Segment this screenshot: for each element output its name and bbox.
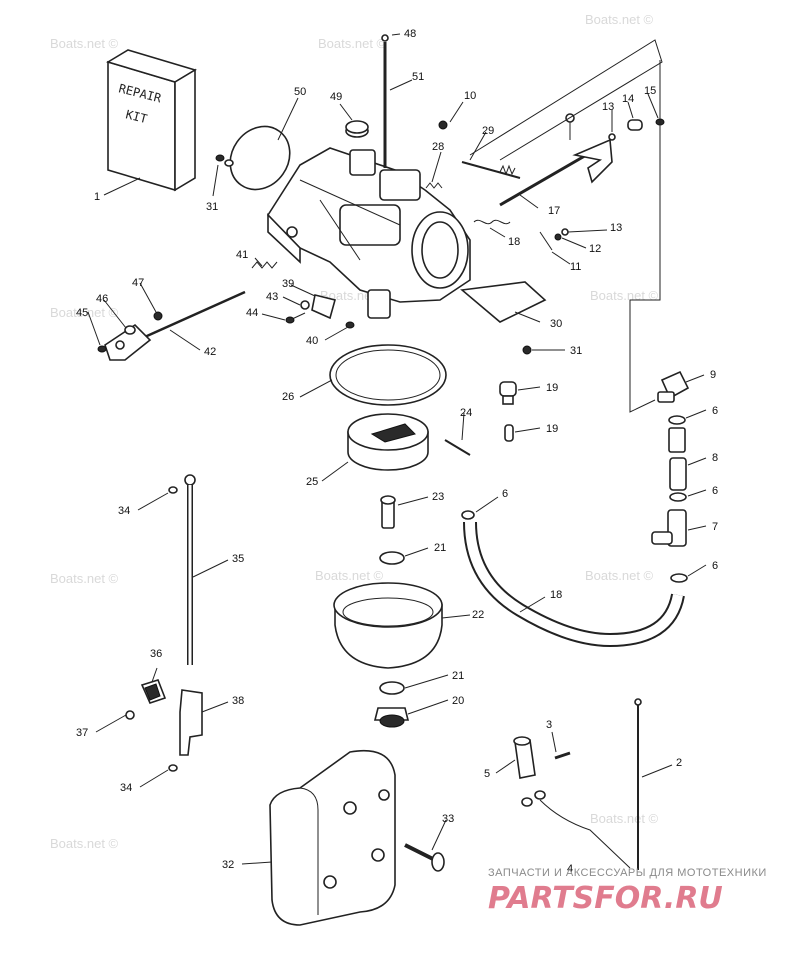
needle-valve: [499, 381, 517, 442]
callout-6: 6: [502, 488, 508, 500]
callout-28: 28: [432, 141, 444, 153]
watermark: Boats.net ©: [585, 12, 654, 27]
cover-gasket: [460, 281, 547, 355]
choke-linkage: [97, 261, 355, 361]
upper-left-small-parts: [215, 120, 369, 191]
callout-32: 32: [222, 859, 234, 871]
callout-2: 2: [676, 757, 682, 769]
callout-7: 7: [712, 521, 718, 533]
callout-19: 19: [546, 382, 558, 394]
watermark: Boats.net ©: [590, 811, 659, 826]
callout-6: 6: [712, 405, 718, 417]
callout-51: 51: [412, 71, 424, 83]
callout-13: 13: [610, 222, 622, 234]
callout-12: 12: [589, 243, 601, 255]
callout-18: 18: [508, 236, 520, 248]
leader-lines: [87, 33, 707, 865]
watermark: Boats.net ©: [50, 305, 119, 320]
callout-31: 31: [570, 345, 582, 357]
callout-50: 50: [294, 86, 306, 98]
callout-40: 40: [306, 335, 318, 347]
callout-1: 1: [94, 191, 100, 203]
callout-10: 10: [464, 90, 476, 102]
float-assembly: [347, 413, 471, 471]
callout-47: 47: [132, 277, 144, 289]
callout-42: 42: [204, 346, 216, 358]
callout-34: 34: [118, 505, 130, 517]
callout-11: 11: [570, 261, 581, 273]
callout-3: 3: [546, 719, 552, 731]
routing-lines: [469, 39, 663, 413]
callout-6: 6: [712, 485, 718, 497]
silencer-cover: [269, 749, 445, 926]
callout-43: 43: [266, 291, 278, 303]
partsfor-brand: ЗАПЧАСТИ И АКСЕССУАРЫ ДЛЯ МОТОТЕХНИКИ PA…: [488, 867, 767, 916]
callout-37: 37: [76, 727, 88, 739]
idle-screw-group: [425, 120, 521, 189]
fuel-pump-linkage: [513, 698, 642, 870]
callout-24: 24: [460, 407, 472, 419]
carburetor-body: [266, 147, 471, 319]
repair-kit-box: REPAIR KIT: [106, 49, 197, 192]
fuel-hose: [461, 510, 685, 648]
callout-13: 13: [602, 101, 614, 113]
callout-8: 8: [712, 452, 718, 464]
callout-30: 30: [550, 318, 562, 330]
callout-5: 5: [484, 768, 490, 780]
callout-45: 45: [76, 307, 88, 319]
float-bowl-group: [333, 495, 443, 728]
callout-38: 38: [232, 695, 244, 707]
bowl-gasket-ring: [329, 344, 447, 406]
callout-15: 15: [644, 85, 656, 97]
watermark: Boats.net ©: [585, 568, 654, 583]
watermark: Boats.net ©: [50, 571, 119, 586]
brand-logo: PARTSFOR.RU: [488, 881, 723, 916]
brand-tagline: ЗАПЧАСТИ И АКСЕССУАРЫ ДЛЯ МОТОТЕХНИКИ: [488, 867, 767, 879]
callout-31: 31: [206, 201, 218, 213]
throttle-shaft-group: [499, 113, 665, 251]
callout-labels: 1 2 3 4 5 6 6 6 6 7 8 9 10 11 12 13 13 1…: [76, 28, 718, 875]
watermark: Boats.net ©: [50, 36, 119, 51]
callout-6: 6: [712, 560, 718, 572]
needle-rod: [381, 34, 389, 168]
bowl-bolt: [168, 474, 196, 772]
repair-kit-label-line2: KIT: [124, 107, 148, 126]
callout-46: 46: [96, 293, 108, 305]
watermark: Boats.net ©: [315, 568, 384, 583]
throttle-return-spring: [473, 219, 511, 225]
callout-33: 33: [442, 813, 454, 825]
callout-19: 19: [546, 423, 558, 435]
callout-17: 17: [548, 205, 560, 217]
callout-14: 14: [622, 93, 634, 105]
callout-35: 35: [232, 553, 244, 565]
fuel-fitting-column: [651, 370, 690, 583]
callout-18: 18: [550, 589, 562, 601]
watermark: Boats.net ©: [590, 288, 659, 303]
callout-4: 4: [567, 863, 573, 875]
watermark: Boats.net ©: [50, 836, 119, 851]
callout-36: 36: [150, 648, 162, 660]
callout-41: 41: [236, 249, 248, 261]
callout-29: 29: [482, 125, 494, 137]
watermark: Boats.net ©: [318, 36, 387, 51]
callout-23: 23: [432, 491, 444, 503]
callout-22: 22: [472, 609, 484, 621]
callout-20: 20: [452, 695, 464, 707]
callout-49: 49: [330, 91, 342, 103]
callout-25: 25: [306, 476, 318, 488]
callout-21: 21: [434, 542, 446, 554]
callout-44: 44: [246, 307, 258, 319]
callout-48: 48: [404, 28, 416, 40]
callout-26: 26: [282, 391, 294, 403]
callout-9: 9: [710, 369, 716, 381]
callout-34: 34: [120, 782, 132, 794]
bracket-group: [125, 679, 203, 756]
callout-39: 39: [282, 278, 294, 290]
callout-21: 21: [452, 670, 464, 682]
